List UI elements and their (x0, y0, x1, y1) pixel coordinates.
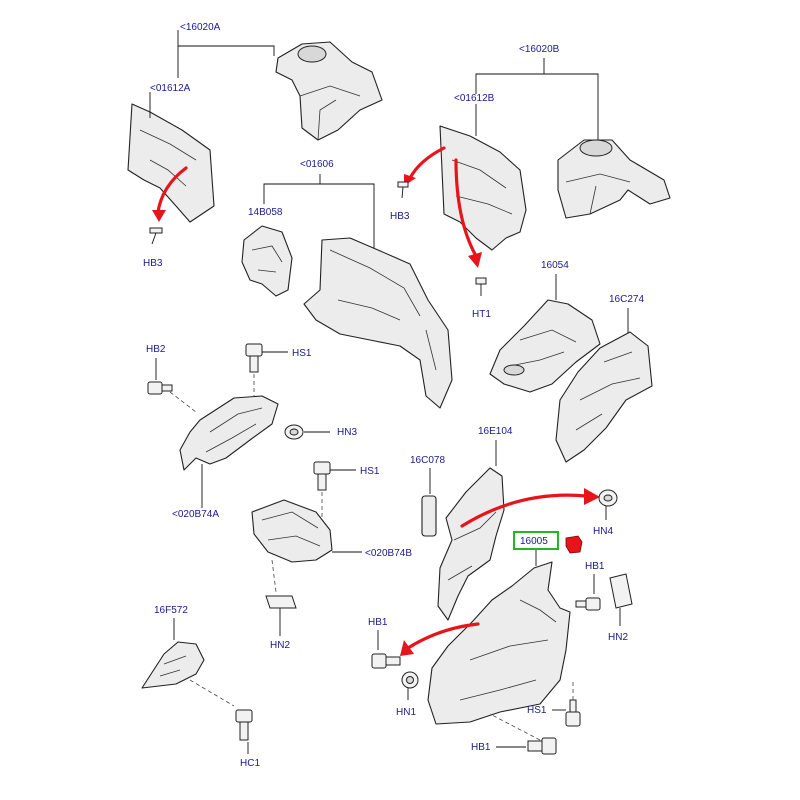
label-16054: 16054 (541, 260, 569, 271)
label-01606: <01606 (300, 159, 334, 170)
part-16C078[interactable] (421, 495, 437, 537)
arrow-16E104-HN4 (460, 493, 588, 528)
fastener-HN2-left[interactable] (265, 595, 297, 609)
highlight-box-16005[interactable] (513, 531, 559, 550)
part-14B058[interactable] (241, 225, 293, 297)
label-020B74B: <020B74B (365, 548, 412, 559)
label-16020B: <16020B (519, 44, 560, 55)
part-16F572[interactable] (141, 641, 205, 689)
fastener-HN2-right[interactable] (609, 573, 633, 609)
label-16F572: 16F572 (154, 605, 188, 616)
arrow-16005-HB1 (406, 622, 480, 650)
arrow-01612B-HT1-head (468, 252, 482, 268)
part-16C274[interactable] (555, 331, 653, 463)
label-HB1-right: HB1 (585, 561, 605, 572)
part-16020B[interactable] (557, 139, 671, 219)
part-16020A[interactable] (275, 41, 383, 141)
fastener-HN4[interactable] (598, 489, 618, 507)
part-020B74B[interactable] (251, 499, 333, 563)
fastener-HC1[interactable] (235, 709, 253, 741)
fastener-HB3-mid[interactable] (397, 181, 409, 199)
label-HN2-left: HN2 (270, 640, 290, 651)
label-HN3: HN3 (337, 427, 357, 438)
arrow-01612B-HT1 (454, 158, 478, 258)
part-01612B[interactable] (439, 125, 527, 251)
fastener-HS1-mid[interactable] (313, 461, 331, 491)
label-HC1: HC1 (240, 758, 260, 769)
fastener-HB3-left[interactable] (149, 227, 163, 245)
label-01612A: <01612A (150, 83, 191, 94)
label-HS1-bottom: HS1 (527, 705, 547, 716)
label-16C274: 16C274 (609, 294, 644, 305)
dash-HB1-bottom (489, 713, 541, 741)
label-HB2: HB2 (146, 344, 166, 355)
part-16005[interactable] (427, 561, 571, 725)
fastener-HN1[interactable] (401, 671, 419, 689)
leader-16020A (177, 30, 275, 78)
label-HN4: HN4 (593, 526, 613, 537)
label-HN2-right: HN2 (608, 632, 628, 643)
part-icon-16005[interactable] (565, 535, 583, 554)
label-HN1: HN1 (396, 707, 416, 718)
fastener-HB1-bottom[interactable] (527, 737, 557, 755)
leader-16020B (475, 58, 599, 140)
dash-020B74B (271, 559, 277, 593)
label-HS1-mid: HS1 (360, 466, 380, 477)
label-01612B: <01612B (454, 93, 495, 104)
dash-HB2 (169, 391, 197, 413)
fastener-HN3[interactable] (284, 424, 304, 440)
part-16E104[interactable] (437, 467, 505, 621)
arrow-01612A-HB3 (156, 166, 188, 214)
part-01612A[interactable] (127, 103, 215, 223)
dash-16F572 (189, 679, 235, 707)
arrow-16E104-HN4-head (584, 488, 600, 505)
label-HB3-mid: HB3 (390, 211, 410, 222)
fastener-HT1[interactable] (475, 277, 487, 296)
label-16005: 16005 (520, 536, 548, 547)
label-16E104: 16E104 (478, 426, 513, 437)
label-16C078: 16C078 (410, 455, 445, 466)
fastener-HB1-right[interactable] (575, 597, 601, 611)
arrow-01612A-HB3-head (152, 210, 166, 222)
label-HB1-bottom: HB1 (471, 742, 491, 753)
fastener-HS1-top[interactable] (245, 343, 263, 373)
arrow-01612B-HB3 (408, 146, 446, 180)
leader-01606 (263, 174, 375, 256)
fastener-HS1-bottom[interactable] (565, 699, 581, 727)
label-HB3-left: HB3 (143, 258, 163, 269)
arrow-16005-HB1-head (400, 640, 414, 656)
fastener-HB2[interactable] (147, 381, 173, 395)
label-020B74A: <020B74A (172, 509, 219, 520)
label-HT1: HT1 (472, 309, 491, 320)
label-16020A: <16020A (180, 22, 221, 33)
part-16054[interactable] (489, 299, 601, 393)
part-020B74A[interactable] (179, 395, 279, 471)
fastener-HB1-left[interactable] (371, 653, 401, 669)
label-HB1-left: HB1 (368, 617, 388, 628)
label-HS1-top: HS1 (292, 348, 312, 359)
part-01606[interactable] (303, 237, 453, 409)
label-14B058: 14B058 (248, 207, 283, 218)
